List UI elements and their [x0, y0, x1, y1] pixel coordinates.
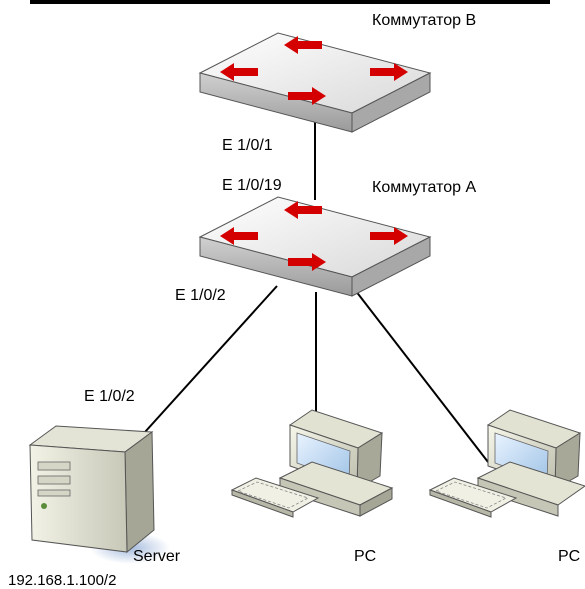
- cropped-header: [30, 0, 550, 4]
- link-switchA-pc2: [351, 285, 489, 463]
- server-port-label: E 1/0/2: [84, 388, 135, 405]
- switch-b-label: Коммутатор B: [372, 12, 476, 29]
- pc-2-icon: [428, 409, 585, 518]
- switch-a-uplink-port-label: E 1/0/19: [222, 177, 282, 194]
- pc-2-label: PC: [558, 548, 580, 565]
- pc-1-label: PC: [354, 548, 376, 565]
- switch-a-icon: [198, 196, 432, 297]
- switch-b-icon: [198, 32, 432, 133]
- link-switchA-server: [144, 285, 278, 433]
- pc-1-icon: [230, 409, 394, 518]
- server-label: Server: [133, 548, 181, 565]
- switch-a-downlink-port-label: E 1/0/2: [175, 287, 226, 304]
- switch-a-label: Коммутатор A: [372, 179, 476, 196]
- server-icon: [28, 425, 170, 564]
- switch-b-port-label: E 1/0/1: [222, 137, 273, 154]
- server-ip-label: 192.168.1.100/2: [8, 572, 116, 589]
